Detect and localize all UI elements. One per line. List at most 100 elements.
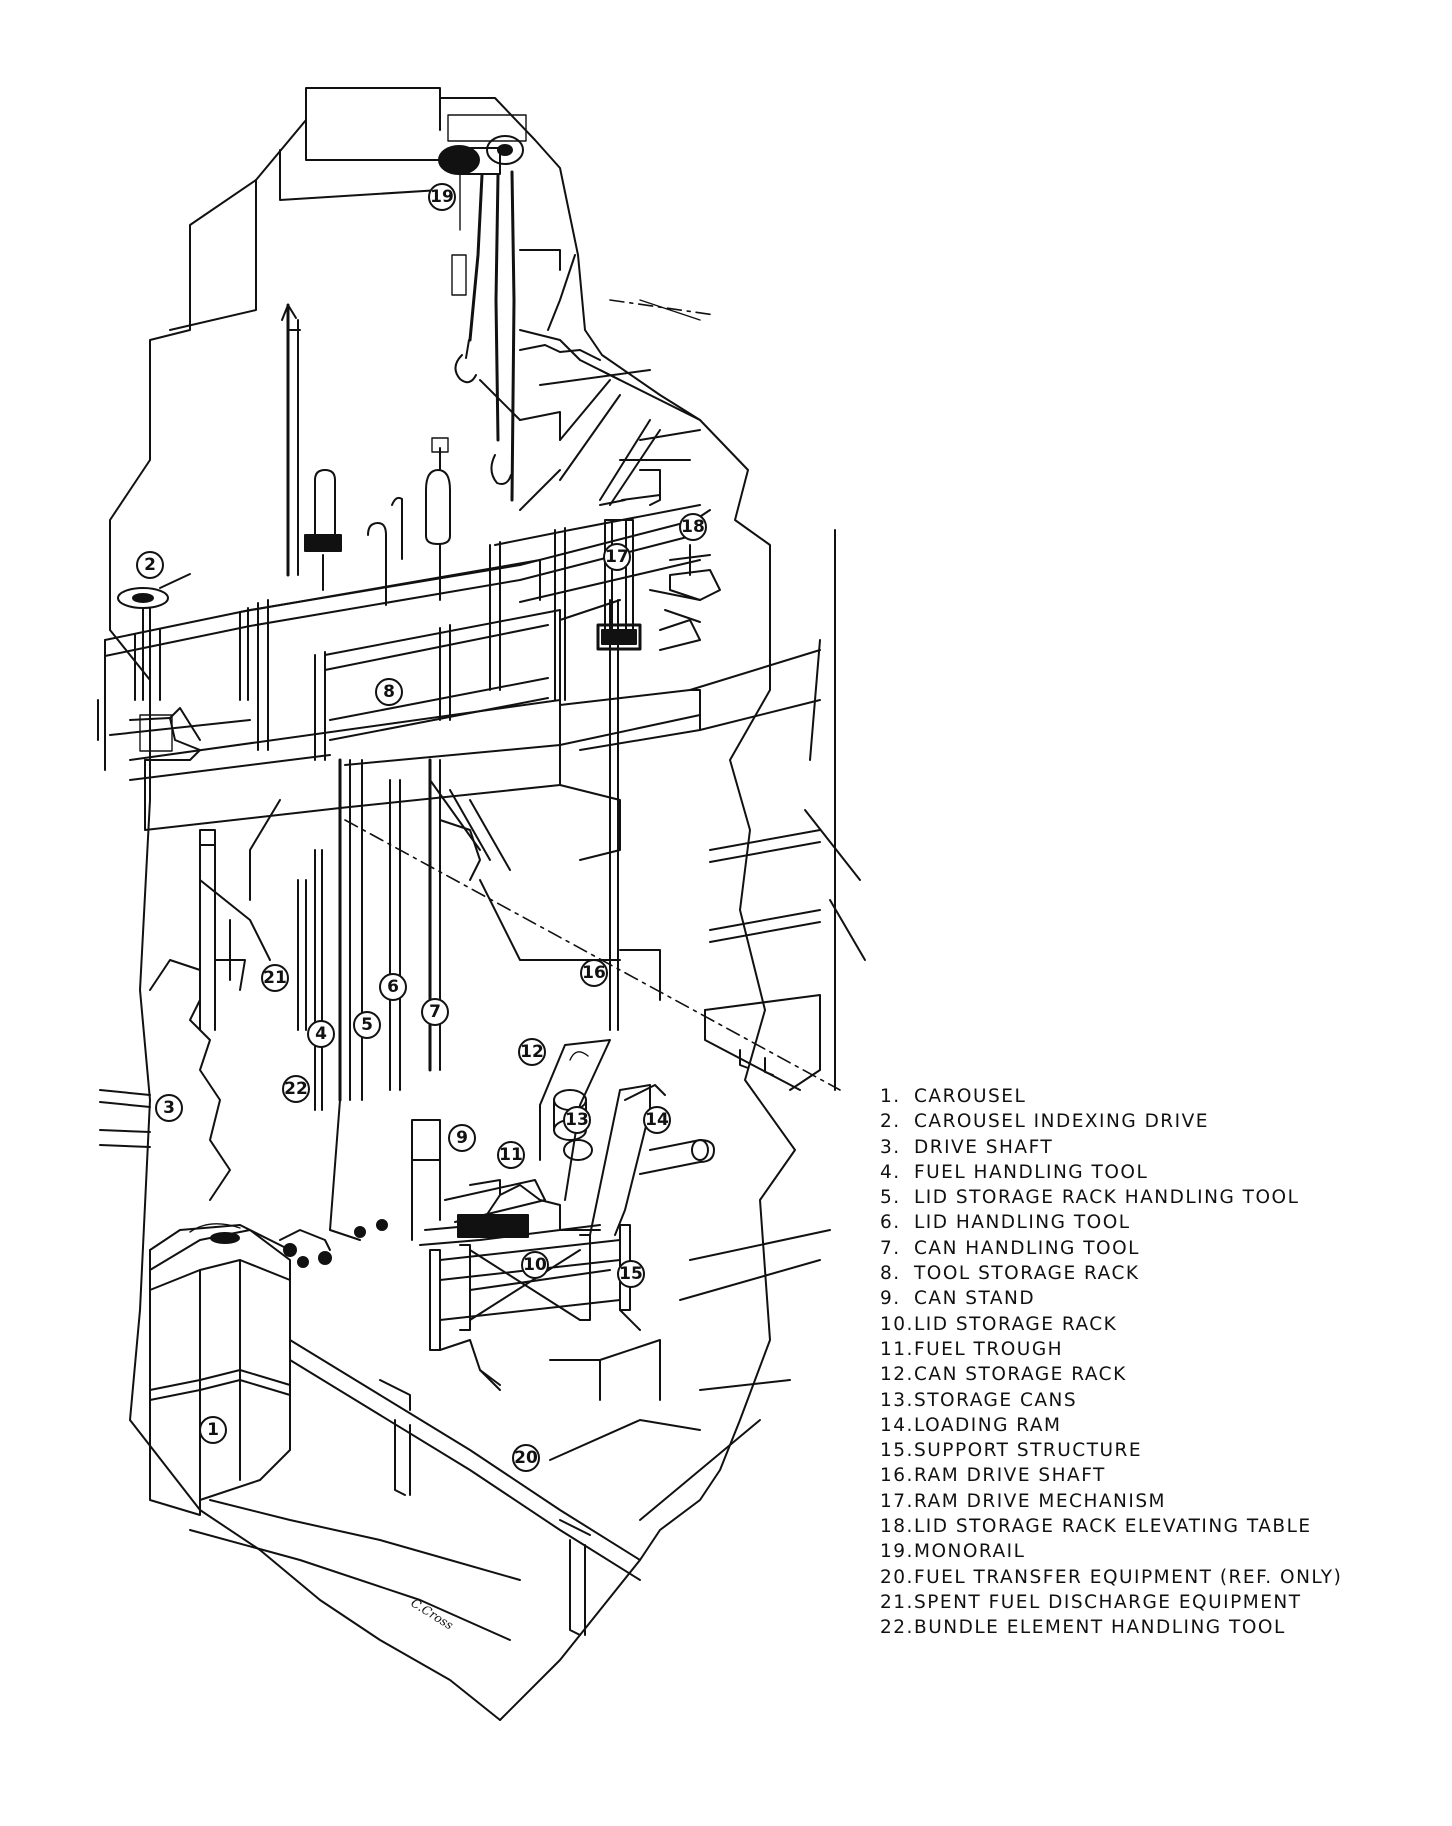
legend-number: 7.	[880, 1237, 901, 1259]
svg-text:13: 13	[565, 1110, 589, 1130]
legend-label: TOOL STORAGE RACK	[914, 1263, 1140, 1285]
legend-item: 15.SUPPORT STRUCTURE	[880, 1438, 1440, 1463]
legend-label: LID STORAGE RACK HANDLING TOOL	[914, 1187, 1300, 1209]
legend-item: 10.LID STORAGE RACK	[880, 1312, 1440, 1337]
loading-ram	[589, 1084, 715, 1236]
illustrator-signature: C.Cross	[408, 1596, 455, 1633]
lid-storage-rack-elevating-table	[649, 544, 721, 651]
callout-9: 9	[448, 1124, 476, 1152]
svg-text:19: 19	[430, 187, 454, 207]
legend-label: MONORAIL	[914, 1541, 1026, 1563]
legend-item: 7. CAN HANDLING TOOL	[880, 1236, 1440, 1261]
legend-label: SUPPORT STRUCTURE	[914, 1440, 1143, 1462]
legend-item: 2.CAROUSEL INDEXING DRIVE	[880, 1109, 1440, 1134]
svg-text:4: 4	[315, 1024, 327, 1044]
wall-pipes	[704, 829, 821, 1091]
callout-18: 18	[679, 513, 707, 541]
tool-heads	[279, 1099, 388, 1268]
legend-item: 11.FUEL TROUGH	[880, 1337, 1440, 1362]
monorail-hoist	[438, 114, 527, 502]
legend-item: 5. LID STORAGE RACK HANDLING TOOL	[880, 1185, 1440, 1210]
legend-number: 10.	[880, 1313, 914, 1335]
centerline	[344, 299, 841, 1091]
legend-number: 22.	[880, 1617, 914, 1639]
legend-item: 19.MONORAIL	[880, 1539, 1440, 1564]
callout-13: 13	[563, 1106, 591, 1134]
legend-number: 15.	[880, 1440, 914, 1462]
legend-item: 6. LID HANDLING TOOL	[880, 1210, 1440, 1235]
legend-number: 1.	[880, 1086, 901, 1107]
can-stand	[411, 1119, 441, 1241]
support-structure	[429, 1224, 641, 1391]
svg-text:22: 22	[284, 1079, 308, 1099]
legend-label: LID STORAGE RACK	[914, 1313, 1118, 1335]
legend-item: 14.LOADING RAM	[880, 1413, 1440, 1438]
legend-label: FUEL TROUGH	[914, 1338, 1064, 1360]
legend-label: FUEL TRANSFER EQUIPMENT (REF. ONLY)	[914, 1566, 1343, 1588]
legend-number: 17.	[880, 1490, 914, 1512]
fuel-trough	[419, 1179, 601, 1246]
legend-number: 8.	[880, 1263, 901, 1285]
legend-label: LID STORAGE RACK ELEVATING TABLE	[914, 1516, 1312, 1538]
svg-text:9: 9	[456, 1128, 468, 1148]
legend-number: 9.	[880, 1288, 901, 1310]
legend-number: 12.	[880, 1364, 914, 1386]
callout-7: 7	[421, 998, 449, 1026]
legend-label: CAROUSEL	[914, 1086, 1027, 1107]
lid-storage-rack	[444, 1179, 546, 1238]
legend-label: RAM DRIVE MECHANISM	[914, 1490, 1167, 1512]
legend-label: LID HANDLING TOOL	[914, 1212, 1131, 1234]
platform-railings	[97, 504, 711, 781]
legend-item: 22.BUNDLE ELEMENT HANDLING TOOL	[880, 1615, 1440, 1640]
room-outline	[109, 87, 866, 1721]
legend-number: 21.	[880, 1591, 914, 1613]
svg-text:5: 5	[361, 1015, 373, 1035]
svg-text:18: 18	[681, 517, 705, 537]
callout-2: 2	[136, 551, 164, 579]
legend-label: CAN STAND	[914, 1288, 1036, 1310]
legend-item: 1. CAROUSEL	[880, 1084, 1440, 1109]
legend-item: 21.SPENT FUEL DISCHARGE EQUIPMENT	[880, 1590, 1440, 1615]
legend-item: 4.FUEL HANDLING TOOL	[880, 1160, 1440, 1185]
legend-number: 5.	[880, 1187, 901, 1209]
legend-label: BUNDLE ELEMENT HANDLING TOOL	[914, 1617, 1286, 1639]
callout-4: 4	[307, 1020, 335, 1048]
legend-number: 6.	[880, 1212, 901, 1234]
legend-item: 16.RAM DRIVE SHAFT	[880, 1463, 1440, 1488]
callout-1: 1	[199, 1416, 227, 1444]
legend-number: 19.	[880, 1541, 914, 1563]
svg-text:7: 7	[429, 1002, 441, 1022]
svg-text:10: 10	[523, 1255, 547, 1275]
callout-22: 22	[282, 1075, 310, 1103]
legend-item: 20.FUEL TRANSFER EQUIPMENT (REF. ONLY)	[880, 1565, 1440, 1590]
legend-label: STORAGE CANS	[914, 1389, 1078, 1411]
legend-item: 18.LID STORAGE RACK ELEVATING TABLE	[880, 1514, 1440, 1539]
fuel-transfer-equipment	[189, 1229, 831, 1641]
carousel-indexing-drive	[117, 573, 191, 701]
legend-label: CAN HANDLING TOOL	[914, 1237, 1140, 1259]
svg-text:15: 15	[619, 1264, 643, 1284]
callout-11: 11	[497, 1141, 525, 1169]
legend-item: 3.DRIVE SHAFT	[880, 1135, 1440, 1160]
legend-number: 20.	[880, 1566, 914, 1588]
callout-15: 15	[617, 1260, 645, 1288]
legend-number: 18.	[880, 1516, 914, 1538]
legend-label: CAROUSEL INDEXING DRIVE	[914, 1111, 1209, 1133]
callout-21: 21	[261, 964, 289, 992]
callout-16: 16	[580, 959, 608, 987]
svg-text:11: 11	[499, 1145, 523, 1165]
callout-19: 19	[428, 183, 456, 211]
legend-label: SPENT FUEL DISCHARGE EQUIPMENT	[914, 1591, 1302, 1613]
svg-text:16: 16	[582, 963, 606, 983]
legend-item: 12.CAN STORAGE RACK	[880, 1362, 1440, 1387]
legend-number: 3.	[880, 1136, 901, 1158]
legend-number: 14.	[880, 1414, 914, 1436]
legend-item: 17.RAM DRIVE MECHANISM	[880, 1489, 1440, 1514]
svg-text:17: 17	[605, 547, 629, 567]
truss-beams	[199, 369, 701, 991]
callout-8: 8	[375, 678, 403, 706]
legend-number: 13.	[880, 1389, 914, 1411]
svg-text:3: 3	[163, 1098, 175, 1118]
